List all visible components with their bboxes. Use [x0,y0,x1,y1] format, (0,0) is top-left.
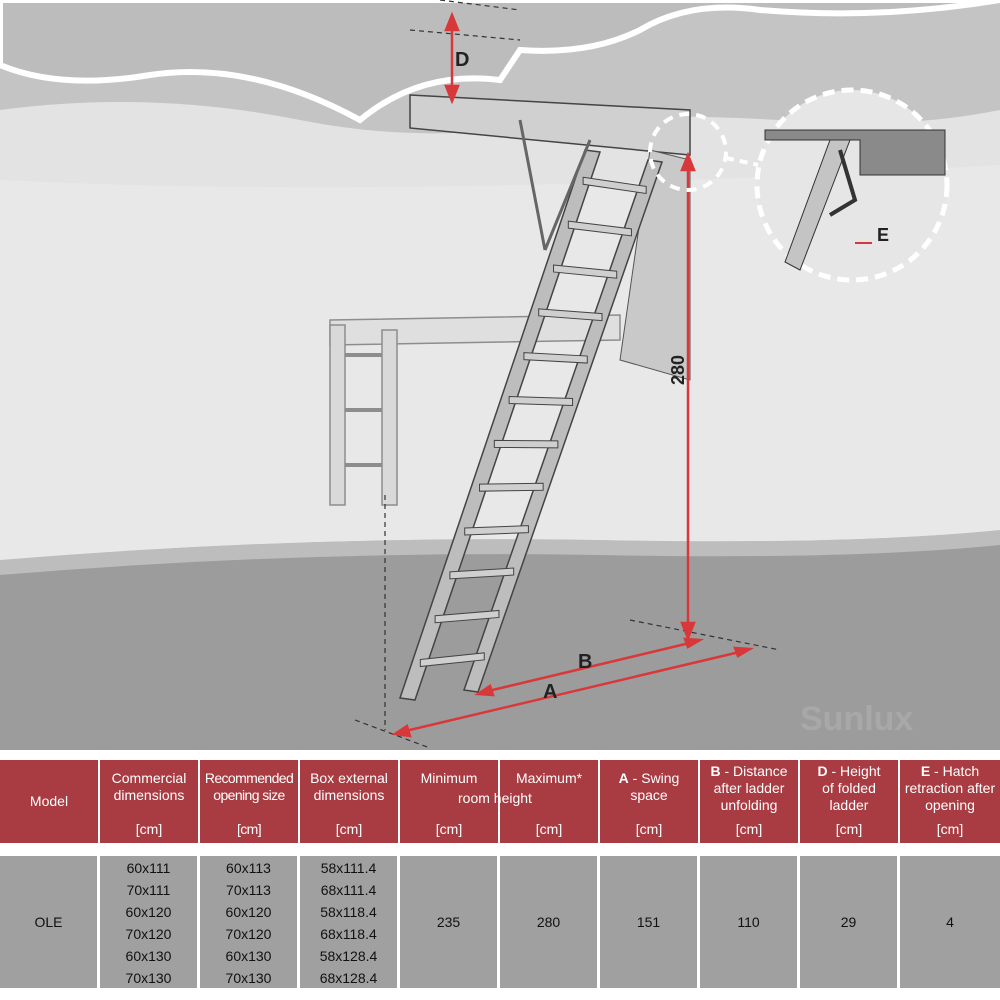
cell-e: 4 [900,856,1000,988]
header-key: D [817,763,828,779]
header-d: D - Height of folded ladder [cm] [800,760,900,843]
ladder-rung [479,482,544,492]
cell-opening: 60x113 70x113 60x120 70x120 60x130 70x130 [200,856,300,988]
header-unit: [cm] [535,821,563,837]
ladder-rung [434,609,500,624]
cell-d: 29 [800,856,900,988]
a-label: A [543,681,557,703]
dimension-value: 60x120 [225,904,272,920]
dimension-value: 70x111 [126,882,171,898]
ladder-rung [553,264,618,279]
header-max-height: Maximum* [cm] [500,760,600,843]
header-title: - Distance after ladder unfolding [713,763,788,813]
cell-commercial: 60x111 70x111 60x120 70x120 60x130 70x130 [100,856,200,988]
ladder-rungs [419,176,647,668]
header-unit: [cm] [735,821,763,837]
detail-marker-circle [648,112,728,192]
dimension-value: 70x120 [225,926,272,942]
table-header-row: Model Commercial dimensions [cm] Recommen… [0,760,1000,843]
dimension-value: 70x120 [125,926,172,942]
b-label: B [578,651,592,673]
ladder-rung [523,352,588,364]
ladder-rung [538,308,603,322]
header-key: A [618,770,629,786]
detail-callout: E [754,87,950,283]
header-a: A - Swing space [cm] [600,760,700,843]
dimension-value: 68x128.4 [319,970,378,986]
dimension-value: 58x128.4 [319,948,378,964]
dimension-value: 68x118.4 [320,926,377,942]
dimension-value: 60x113 [226,860,271,876]
header-title: Commercial dimensions [111,770,187,803]
header-unit: [cm] [835,821,863,837]
header-unit: [cm] [135,821,163,837]
header-title: Minimum [420,770,478,786]
ladder-rung [567,220,632,237]
folding-section-ghost [329,314,621,506]
dimension-value: 60x120 [125,904,172,920]
dimension-value: 70x130 [225,970,272,986]
header-key: E [920,763,931,779]
header-b: B - Distance after ladder unfolding [cm] [700,760,800,843]
dimension-value: 70x113 [226,882,271,898]
header-unit: [cm] [335,821,363,837]
header-e: E - Hatch retraction after opening [cm] [900,760,1000,843]
cell-b: 110 [700,856,800,988]
specification-table: Model Commercial dimensions [cm] Recommen… [0,760,1000,988]
table-row: OLE 60x111 70x111 60x120 70x120 60x130 70x130… [0,856,1000,988]
ladder-rung [493,439,559,449]
header-key: B [710,763,721,779]
sunlux-watermark: Sunlux [800,700,913,738]
a-dimension-line [396,648,749,735]
e-label: E [877,225,889,245]
cell-max-height: 280 [500,856,600,988]
hatch-frame [409,94,691,156]
header-unit: [cm] [635,821,663,837]
header-room-height: room height [458,790,532,806]
header-title: - Swing space [628,770,680,803]
header-model: Model [0,760,100,843]
header-title: - Height of folded ladder [822,763,881,813]
cell-min-height: 235 [400,856,500,988]
back-wall [0,165,1000,560]
header-title: Recommended opening size [204,770,294,803]
floor [0,530,1000,750]
cell-model: OLE [0,856,100,988]
header-opening: Recommended opening size [cm] [200,760,300,843]
d-label: D [455,49,469,71]
dimension-value: 60x111 [126,860,171,876]
dimension-value: 60x130 [125,948,172,964]
ladder-rung [508,395,574,406]
header-box: Box external dimensions [cm] [300,760,400,843]
cell-box: 58x111.4 68x111.4 58x118.4 68x118.4 58x128.4… [300,856,400,988]
attic-ladder-illustration: 280 D A B Sunlux E [0,0,1000,750]
cell-a: 151 [600,856,700,988]
height-label: 280 [668,355,688,385]
header-title: Model [29,793,69,809]
header-commercial: Commercial dimensions [cm] [100,760,200,843]
header-unit: [cm] [435,821,463,837]
ladder [398,119,664,701]
dimension-value: 70x130 [125,970,172,986]
header-unit: [cm] [236,821,262,837]
header-min-height: Minimum room height [cm] [400,760,532,843]
dimension-value: 58x118.4 [320,904,377,920]
dimension-value: 58x111.4 [320,860,377,876]
ladder-rung [582,176,647,195]
header-title: - Hatch retraction after opening [904,763,996,813]
b-dimension-line [479,639,699,695]
header-unit: [cm] [936,821,964,837]
dimension-value: 68x111.4 [320,882,377,898]
ladder-rung [464,525,529,536]
hatch-door [619,149,691,381]
ladder-rung [419,652,485,668]
header-title: Box external dimensions [310,770,388,803]
dimension-value: 60x130 [225,948,272,964]
ladder-rung [449,567,515,580]
header-title: Maximum* [515,770,583,786]
